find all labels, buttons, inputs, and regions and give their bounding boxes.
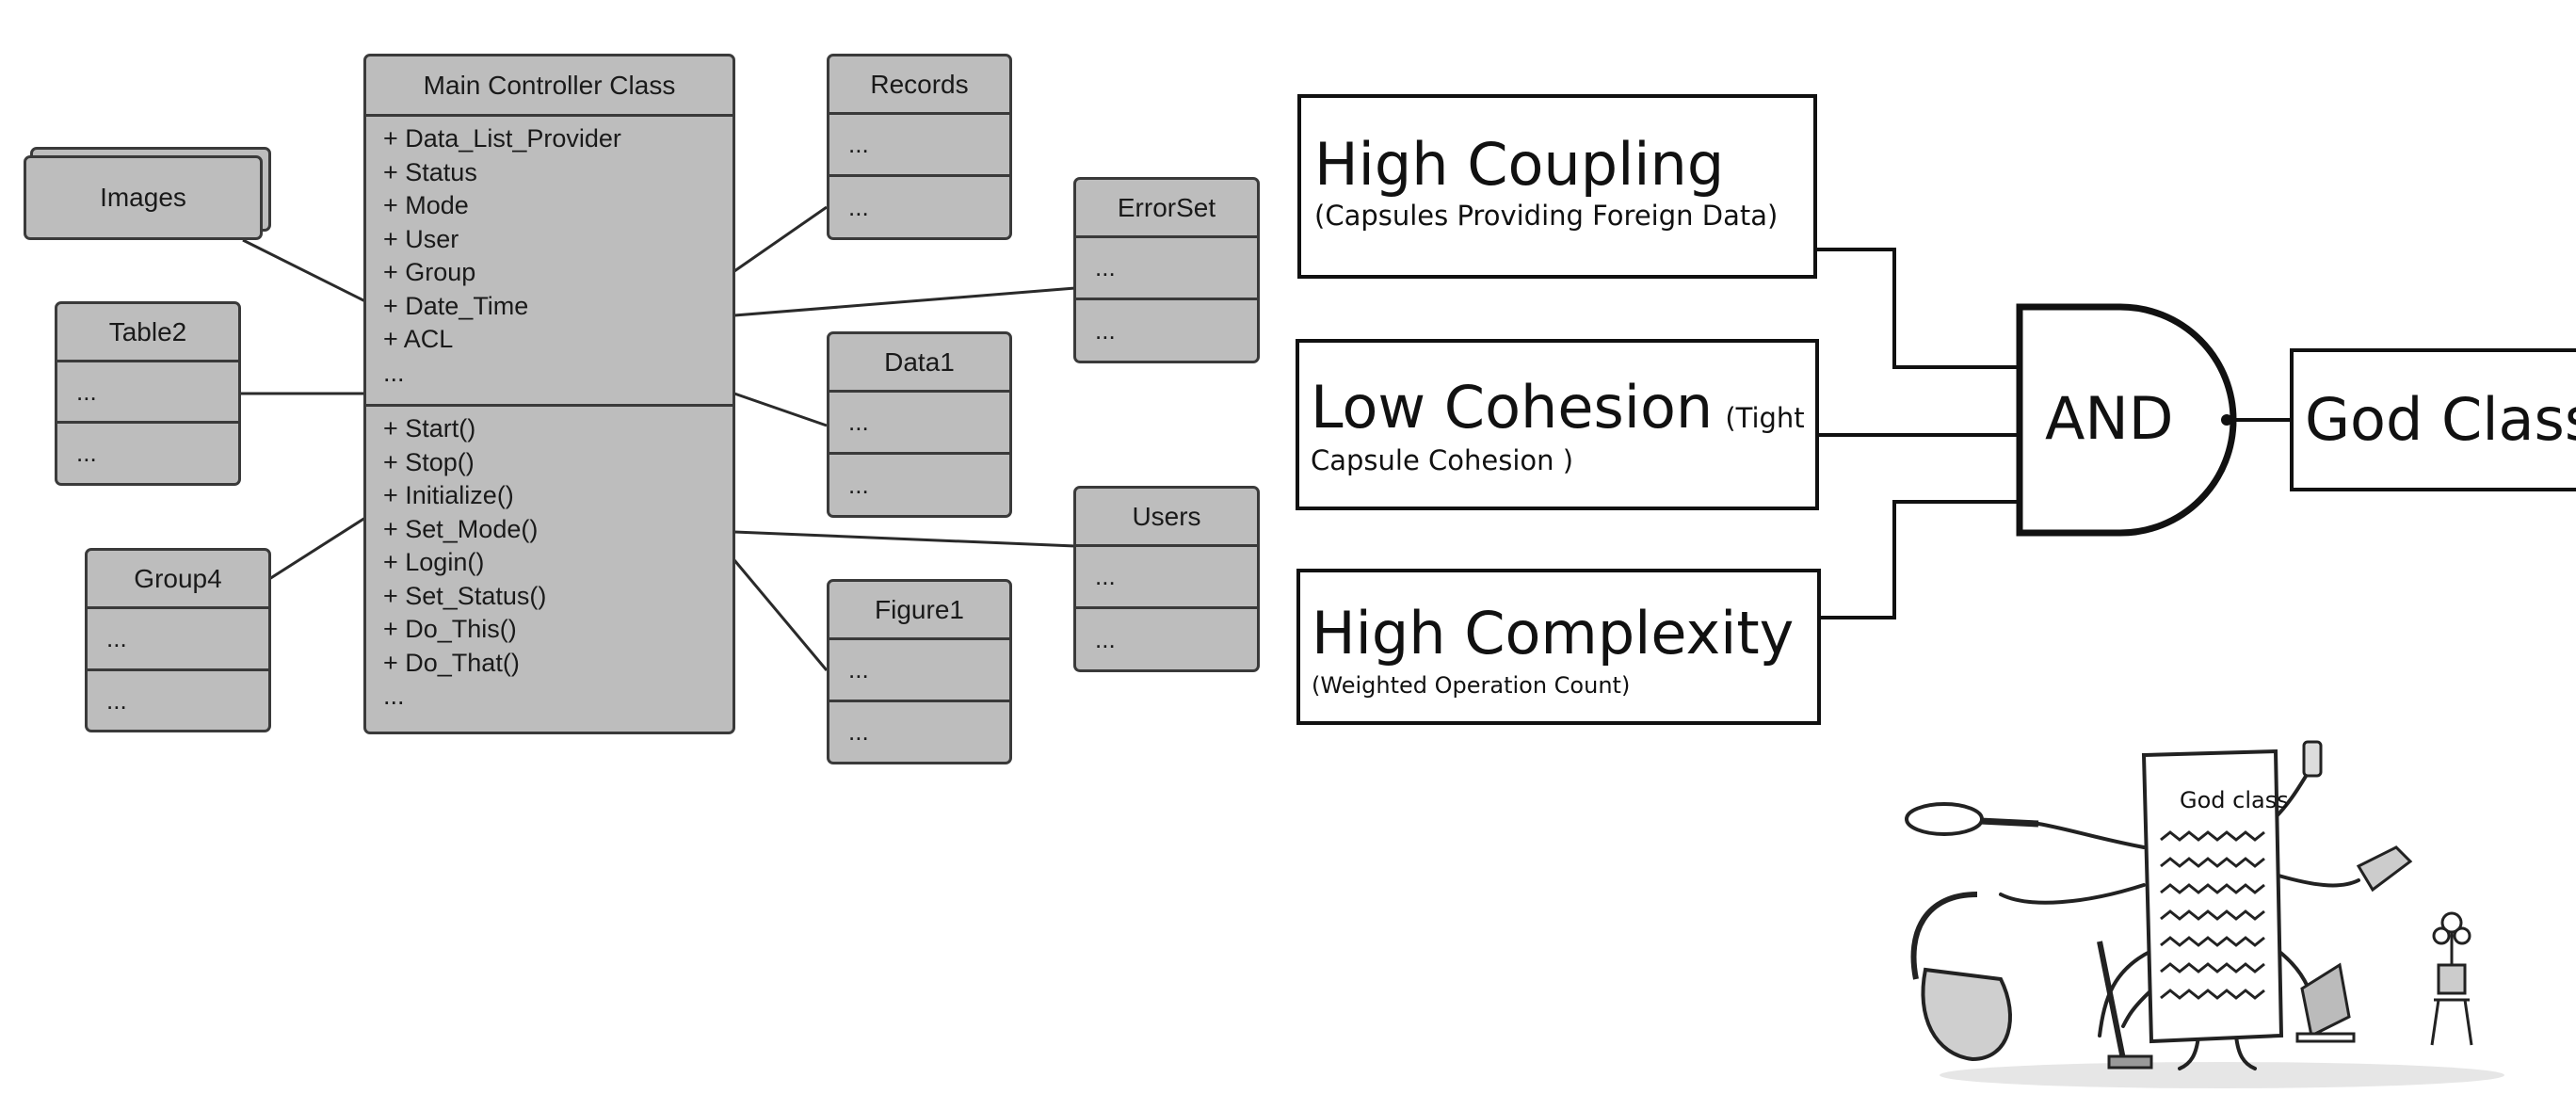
class-row: ... — [829, 393, 1009, 455]
class-title: Table2 — [57, 304, 238, 362]
uml-class-data1[interactable]: Data1 ... ... — [827, 331, 1012, 518]
class-attributes: + Data_List_Provider + Status + Mode + U… — [366, 117, 733, 407]
method: + Do_That() — [383, 648, 520, 677]
attribute: + ACL — [383, 325, 454, 353]
association-main-records — [733, 205, 828, 273]
method: + Login() — [383, 548, 485, 576]
uml-class-group4[interactable]: Group4 ... ... — [85, 548, 271, 732]
and-gate-icon — [2016, 303, 2237, 537]
method: + Set_Mode() — [383, 514, 539, 543]
gate-output-dot — [2221, 414, 2232, 426]
condition-note: (Tight — [1725, 402, 1805, 434]
class-row: ... — [1076, 547, 1257, 609]
condition-title: Low Cohesion — [1311, 373, 1714, 442]
association-main-data1 — [733, 392, 828, 427]
class-row: ... — [1095, 624, 1116, 653]
class-row: ... — [848, 192, 869, 221]
class-title: Figure1 — [829, 582, 1009, 640]
class-row: ... — [57, 362, 238, 424]
class-row: ... — [76, 439, 97, 467]
association-group4-main — [268, 516, 366, 581]
class-methods: + Start() + Stop() + Initialize() + Set_… — [366, 407, 733, 732]
condition-note: (Weighted Operation Count) — [1312, 672, 1631, 699]
attribute: + Data_List_Provider — [383, 124, 621, 153]
class-row: ... — [829, 640, 1009, 702]
method: + Set_Status() — [383, 581, 547, 610]
attribute: + User — [383, 224, 459, 253]
condition-high-coupling: High Coupling (Capsules Providing Foreig… — [1297, 94, 1817, 279]
attribute: ... — [383, 358, 405, 387]
attribute: + Status — [383, 157, 477, 186]
class-row: ... — [829, 115, 1009, 177]
method: + Initialize() — [383, 481, 514, 509]
condition-low-cohesion: Low Cohesion (Tight Capsule Cohesion ) — [1296, 339, 1819, 510]
class-row: ... — [848, 717, 869, 746]
method: + Stop() — [383, 447, 475, 476]
class-title: Users — [1076, 489, 1257, 547]
association-main-errorset — [733, 286, 1076, 317]
uml-class-main-controller[interactable]: Main Controller Class + Data_List_Provid… — [363, 54, 735, 734]
uml-class-errorset[interactable]: ErrorSet ... ... — [1073, 177, 1260, 363]
class-row: ... — [848, 470, 869, 499]
condition-title: High Coupling — [1314, 130, 1725, 199]
illustration-label: God class — [2180, 787, 2289, 813]
class-title: Group4 — [88, 551, 268, 609]
god-class-illustration: God class — [1905, 740, 2504, 1088]
class-title: Data1 — [829, 334, 1009, 393]
condition-note: Capsule Cohesion ) — [1311, 444, 1574, 476]
class-title: Images — [100, 183, 186, 212]
class-title: Records — [829, 56, 1009, 115]
class-title: Main Controller Class — [366, 56, 733, 117]
wire-coupling-gate — [1817, 248, 2020, 369]
result-god-class: God Class — [2290, 348, 2576, 491]
result-label: God Class — [2305, 385, 2576, 454]
condition-high-complexity: High Complexity (Weighted Operation Coun… — [1296, 569, 1821, 725]
attribute: + Mode — [383, 191, 469, 219]
association-main-figure1 — [733, 559, 829, 671]
attribute: + Group — [383, 258, 476, 286]
wire-complexity-gate — [1819, 500, 2020, 619]
attribute: + Date_Time — [383, 291, 529, 320]
class-row: ... — [88, 609, 268, 671]
class-row: ... — [1095, 315, 1116, 345]
association-images-main — [242, 238, 366, 303]
method: + Start() — [383, 414, 476, 442]
class-row: ... — [106, 685, 127, 715]
and-gate-label: AND — [2045, 384, 2174, 453]
class-row: ... — [1076, 238, 1257, 300]
uml-class-images[interactable]: Images — [24, 155, 263, 240]
uml-class-users[interactable]: Users ... ... — [1073, 486, 1260, 672]
condition-note: (Capsules Providing Foreign Data) — [1314, 200, 1779, 232]
uml-class-figure1[interactable]: Figure1 ... ... — [827, 579, 1012, 764]
method: ... — [383, 682, 405, 710]
uml-class-table2[interactable]: Table2 ... ... — [55, 301, 241, 486]
condition-title: High Complexity — [1312, 599, 1795, 668]
uml-class-records[interactable]: Records ... ... — [827, 54, 1012, 240]
method: + Do_This() — [383, 615, 517, 643]
association-main-users — [733, 530, 1076, 548]
class-title: ErrorSet — [1076, 180, 1257, 238]
